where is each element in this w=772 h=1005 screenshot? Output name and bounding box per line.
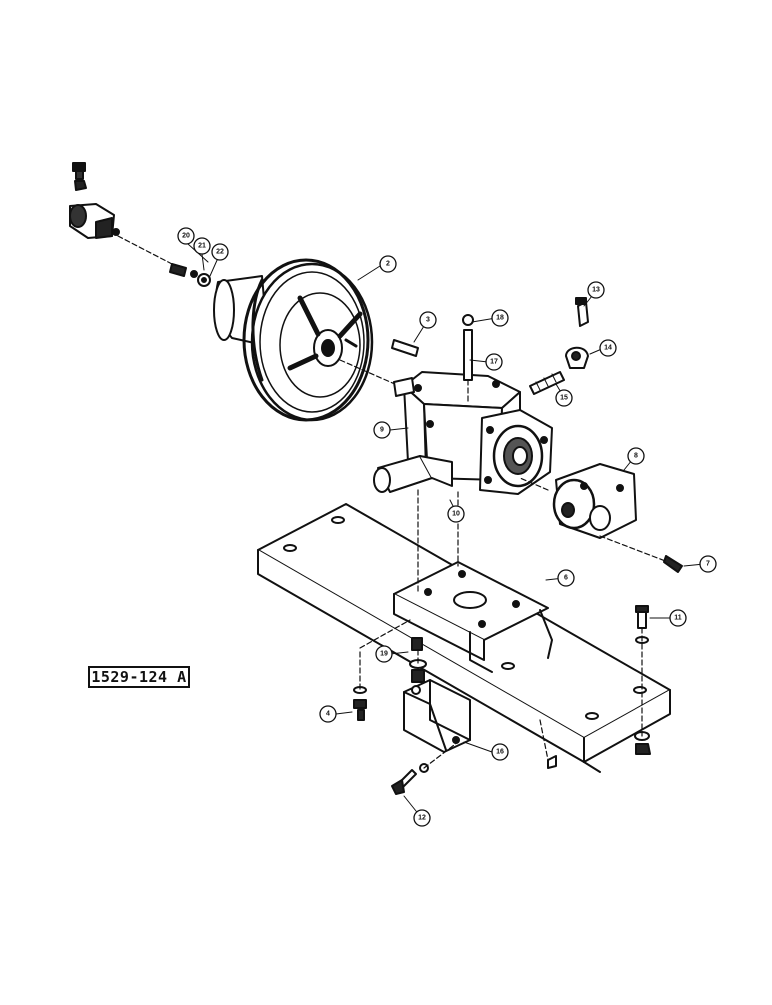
callout-number: 20 xyxy=(182,233,190,240)
callout-16 xyxy=(491,743,509,761)
hardware xyxy=(353,605,651,795)
callout-number: 21 xyxy=(198,243,206,250)
callout-number: 11 xyxy=(674,615,682,622)
assembly-lines xyxy=(359,489,643,769)
hydraulic-pump xyxy=(552,463,637,539)
pump-bolt xyxy=(663,555,683,573)
callout-4 xyxy=(319,705,337,723)
mounting-bracket xyxy=(403,679,471,753)
callout-9 xyxy=(373,421,391,439)
pulley-bolt xyxy=(169,263,211,287)
grease-fitting xyxy=(72,162,87,191)
callout-19 xyxy=(375,645,393,663)
callout-number: 18 xyxy=(496,315,504,322)
callout-number: 22 xyxy=(216,249,224,256)
callout-22 xyxy=(211,243,229,261)
callout-number: 8 xyxy=(634,453,638,460)
callout-12 xyxy=(413,809,431,827)
callout-number: 4 xyxy=(326,711,330,718)
shaft-key xyxy=(391,339,419,357)
callout-2 xyxy=(379,255,397,273)
gearbox xyxy=(373,314,553,495)
centerline xyxy=(117,235,173,265)
callout-6 xyxy=(557,569,575,587)
adapter-fitting xyxy=(69,203,120,239)
callout-20 xyxy=(177,227,195,245)
callout-number: 14 xyxy=(604,345,612,352)
callout-number: 2 xyxy=(386,261,390,268)
callout-number: 7 xyxy=(706,561,710,568)
callout-bubbles xyxy=(177,227,717,827)
callout-11 xyxy=(669,609,687,627)
callout-number: 12 xyxy=(418,815,426,822)
callout-number: 9 xyxy=(380,427,384,434)
callout-3 xyxy=(419,311,437,329)
callout-17 xyxy=(485,353,503,371)
callout-14 xyxy=(599,339,617,357)
callout-number: 3 xyxy=(426,317,430,324)
callout-21 xyxy=(193,237,211,255)
breather-fittings xyxy=(529,297,589,395)
callout-numbers: 2 3 4 6 7 8 9 10 11 12 13 14 15 16 17 18… xyxy=(182,233,710,822)
drawing-number-label: 1529-124 A xyxy=(88,666,190,688)
callout-15 xyxy=(555,389,573,407)
callout-number: 19 xyxy=(380,651,388,658)
callout-7 xyxy=(699,555,717,573)
callout-number: 17 xyxy=(490,359,498,366)
callout-number: 16 xyxy=(496,749,504,756)
base-frame xyxy=(257,503,671,773)
callout-10 xyxy=(447,505,465,523)
callout-number: 15 xyxy=(560,395,568,402)
callout-number: 6 xyxy=(564,575,568,582)
callout-18 xyxy=(491,309,509,327)
callout-number: 13 xyxy=(592,287,600,294)
v-belt-pulley xyxy=(213,258,374,422)
callout-13 xyxy=(587,281,605,299)
callout-number: 10 xyxy=(452,511,460,518)
callout-8 xyxy=(627,447,645,465)
